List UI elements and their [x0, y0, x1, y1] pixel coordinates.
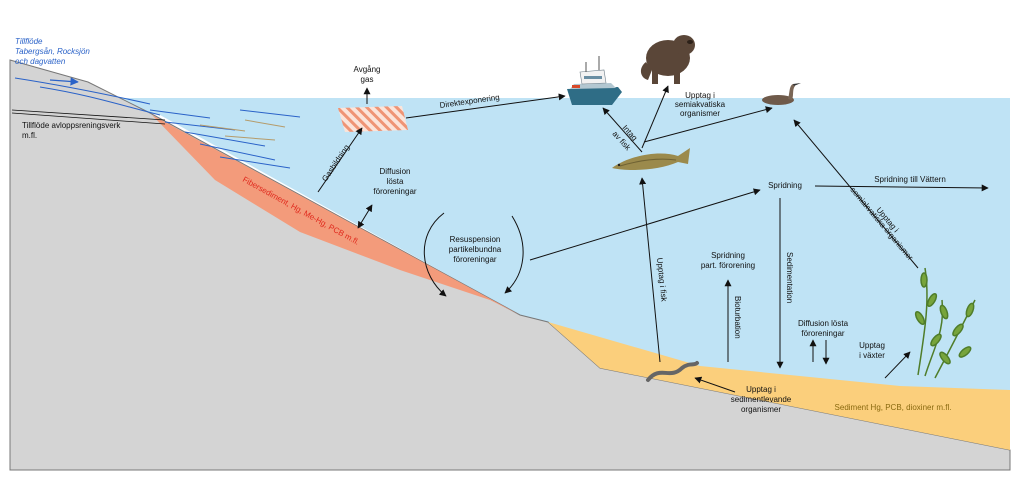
arrow-uptake-sediment-organisms — [694, 376, 736, 393]
label-resuspension-3: föroreningar — [453, 255, 496, 264]
gas-hatch-icon — [338, 106, 408, 132]
eel-icon — [646, 361, 699, 382]
sediment-streaks — [199, 119, 286, 141]
label-spread-particle-1: Spridning — [711, 251, 745, 260]
label-uptake-sediment-organisms-2: sedimentlevande — [731, 395, 792, 404]
label-uptake-sediment-organisms-3: organismer — [741, 405, 781, 414]
label-bioturbation: Bioturbation — [733, 296, 742, 339]
label-uptake-plants-1: Upptag — [859, 341, 885, 350]
label-inflow-streams-1: Tillflöde — [15, 37, 43, 46]
label-inflow-streams-3: och dagvatten — [15, 57, 66, 66]
treatment-outflow-lines — [11, 109, 166, 125]
arrow-uptake-semiaquatic-diag — [793, 119, 919, 269]
process-arrows — [317, 85, 989, 393]
label-uptake-semiaquatic-top-1: Upptag i — [685, 91, 715, 100]
arrow-uptake-plants — [884, 351, 911, 379]
label-spread: Spridning — [768, 181, 802, 190]
fish-icon — [612, 148, 690, 170]
bird-icon — [762, 83, 801, 105]
boat-icon — [567, 56, 622, 105]
arrow-resuspension-right — [504, 215, 524, 294]
label-spread-vattern: Spridning till Vättern — [874, 175, 946, 184]
label-sediment-content: Sediment Hg, PCB, dioxiner m.fl. — [835, 403, 952, 412]
arrow-direct-exposure — [405, 93, 566, 119]
label-diffusion-bottom-2: föroreningar — [801, 329, 844, 338]
arrow-spread-from-sediment — [529, 188, 761, 261]
label-diffusion-bottom-1: Diffusion lösta — [798, 319, 849, 328]
label-uptake-sediment-organisms-1: Upptag i — [746, 385, 776, 394]
arrow-intake-fish — [602, 107, 643, 153]
arrow-diffusion-top — [357, 204, 373, 229]
label-outgassing-2: gas — [361, 75, 374, 84]
label-uptake-semiaquatic-top-3: organismer — [680, 109, 720, 118]
label-spread-particle-2: part. förorening — [701, 261, 755, 270]
arrow-gas-formation — [317, 127, 363, 193]
label-uptake-plants-2: i växter — [859, 351, 885, 360]
arrow-spread-vattern — [814, 184, 989, 192]
label-inflow-treatment-2: m.fl. — [22, 131, 37, 140]
arrow-resuspension-left — [423, 212, 447, 297]
label-diffusion-top-1: Diffusion — [380, 167, 411, 176]
bottom-sediment-layer — [548, 322, 1010, 450]
arrow-uptake-semiaquatic-bird — [643, 106, 773, 143]
label-diffusion-top-3: föroreningar — [373, 187, 416, 196]
label-resuspension-2: partikelbundna — [449, 245, 502, 254]
aquatic-plant-icon — [914, 267, 976, 379]
label-inflow-treatment-1: Tillflöde avloppsreningsverk — [22, 121, 121, 130]
fiber-sediment-layer — [152, 115, 520, 315]
otter-icon — [640, 35, 695, 84]
arrow-uptake-fish — [639, 177, 661, 363]
arrow-uptake-semiaquatic-otter — [641, 85, 669, 149]
label-sedimentation: Sedimentation — [785, 252, 794, 303]
inflow-streaks — [14, 77, 301, 169]
label-uptake-semiaquatic-top-2: semiakvatiska — [675, 100, 726, 109]
label-outgassing-1: Avgång — [354, 65, 381, 74]
label-inflow-streams-2: Tabergsån, Rocksjön — [15, 47, 90, 56]
label-diffusion-top-2: lösta — [387, 177, 404, 186]
inflow-arrow — [49, 77, 79, 86]
label-resuspension-1: Resuspension — [450, 235, 501, 244]
